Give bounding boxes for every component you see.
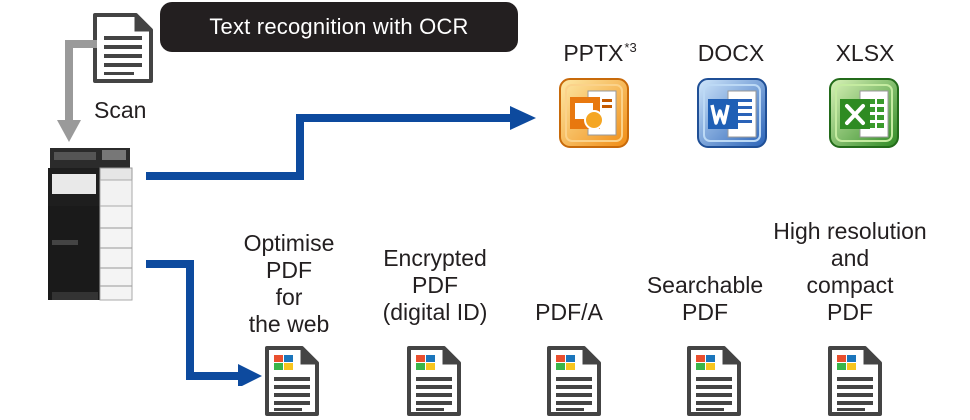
multifunction-printer-icon: [44, 144, 136, 304]
pdf-label-pdfa: PDF/A: [535, 299, 603, 325]
pdf-document-icon: [264, 345, 322, 419]
pdf-document-icon: [546, 345, 604, 419]
arrow-to-pdf-formats: [146, 260, 262, 386]
pdf-document-icon: [827, 345, 885, 419]
ocr-banner: Text recognition with OCR: [160, 2, 518, 52]
format-footnote: *3: [624, 40, 637, 55]
pdf-label-high-compression: High resolution and compact PDF: [773, 218, 927, 325]
pdf-label-web-optimised: Optimise PDF for the web: [243, 230, 335, 337]
arrow-to-office-formats: [146, 106, 536, 180]
word-icon: [694, 75, 770, 151]
pdf-document-icon: [406, 345, 464, 419]
format-label-docx: DOCX: [697, 40, 765, 66]
scan-arrow: [57, 40, 97, 142]
excel-icon: [826, 75, 902, 151]
pdf-label-encrypted: Encrypted PDF (digital ID): [382, 245, 488, 325]
powerpoint-icon: [556, 75, 632, 151]
pdf-label-searchable: Searchable PDF: [646, 272, 764, 325]
pdf-document-icon: [686, 345, 744, 419]
scan-label: Scan: [94, 97, 147, 123]
scan-document-icon: [92, 12, 154, 84]
format-label-xlsx: XLSX: [835, 40, 895, 66]
format-label-pptx: PPTX*3: [563, 40, 637, 66]
